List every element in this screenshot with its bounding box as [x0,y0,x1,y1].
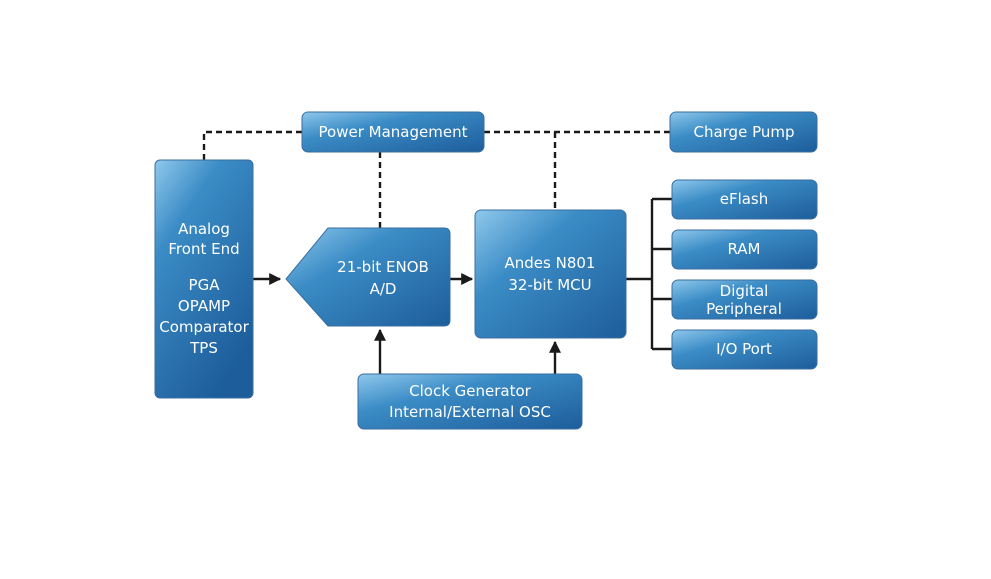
afe-line-5: Comparator [159,318,249,336]
power-management-label: Power Management [319,123,468,141]
mcu-line-1: Andes N801 [505,254,596,272]
afe-line-4: OPAMP [178,297,230,315]
afe-line-1: Analog [178,220,230,238]
mcu-line-2: 32-bit MCU [508,276,591,294]
charge-pump-label: Charge Pump [693,123,794,141]
eflash-block: eFlash [671,179,818,220]
mcu-block: Andes N801 32-bit MCU [474,209,627,339]
digital-peripheral-block: Digital Peripheral [671,279,818,320]
afe-line-6: TPS [189,339,218,357]
connectors [202,130,672,374]
ram-label: RAM [727,240,760,258]
ram-block: RAM [671,229,818,270]
io-port-label: I/O Port [716,340,772,358]
mcu-memory-bus [626,197,672,351]
analog-front-end-block: Analog Front End PGA OPAMP Comparator TP… [154,159,254,399]
digital-peripheral-line-1: Digital [720,282,769,300]
eflash-label: eFlash [720,190,769,208]
clock-line-1: Clock Generator [409,382,532,400]
afe-line-2: Front End [168,240,239,258]
afe-line-3: PGA [189,276,221,294]
io-port-block: I/O Port [671,329,818,370]
digital-peripheral-line-2: Peripheral [706,300,782,318]
adc-line-1: 21-bit ENOB [337,258,429,276]
clock-line-2: Internal/External OSC [389,403,551,421]
adc-line-2: A/D [370,280,397,298]
power-management-block: Power Management [301,111,485,153]
adc-block: 21-bit ENOB A/D [285,227,451,327]
clock-generator-block: Clock Generator Internal/External OSC [357,373,583,430]
charge-pump-block: Charge Pump [669,111,818,153]
dashed-power-bus [202,130,670,160]
